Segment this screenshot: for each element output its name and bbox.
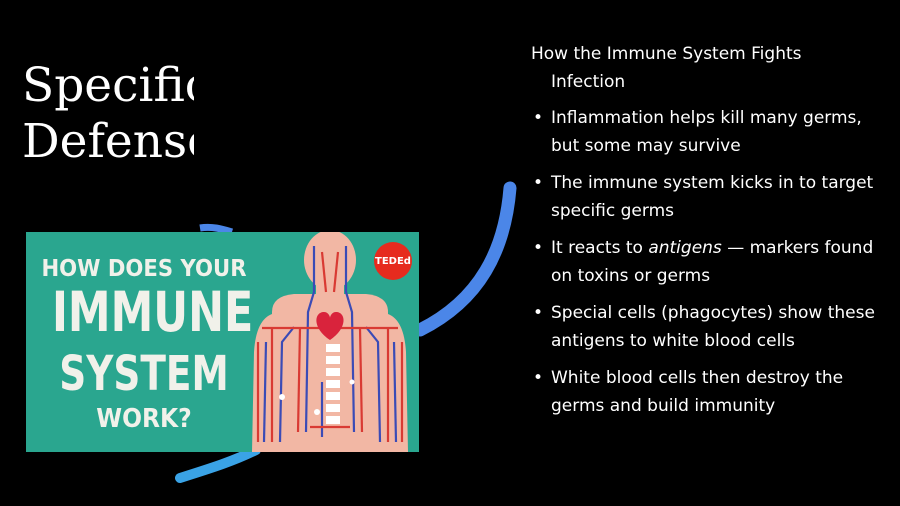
bullet-text: Inflammation helps kill many germs, but … xyxy=(551,108,862,156)
title-line-2: Defense xyxy=(22,114,194,169)
thumbnail-line-1: HOW DOES YOUR xyxy=(41,256,247,282)
bullet-text: The immune system kicks in to target spe… xyxy=(551,173,874,221)
bullet-marker: • xyxy=(533,238,544,258)
bullet-item: • The immune system kicks in to target s… xyxy=(531,169,881,225)
bullet-item: • Special cells (phagocytes) show these … xyxy=(531,299,881,355)
slide-title: Specific Defense xyxy=(22,58,194,176)
bullet-marker: • xyxy=(533,108,544,128)
bullet-marker: • xyxy=(533,303,544,323)
content-heading: How the Immune System Fights Infection xyxy=(531,44,802,92)
thumbnail-line-3: SYSTEM xyxy=(59,346,229,402)
bullet-text-before: It reacts to xyxy=(551,238,649,258)
video-thumbnail[interactable]: HOW DOES YOUR IMMUNE SYSTEM WORK? xyxy=(26,232,419,452)
slide-content: How the Immune System Fights Infection •… xyxy=(531,40,881,429)
bullet-marker: • xyxy=(533,368,544,388)
bullet-item: • It reacts to antigens — markers found … xyxy=(531,234,881,290)
title-line-1: Specific xyxy=(22,58,194,113)
bullet-text: Special cells (phagocytes) show these an… xyxy=(551,303,875,351)
bullet-text: White blood cells then destroy the germs… xyxy=(551,368,844,416)
thumbnail-line-4: WORK? xyxy=(96,404,192,434)
bullet-item: • Inflammation helps kill many germs, bu… xyxy=(531,104,881,160)
ted-ed-logo-badge: TEDEd xyxy=(374,242,412,280)
thumbnail-line-2: IMMUNE xyxy=(51,280,254,344)
bullet-text-after: — markers found on toxins or germs xyxy=(551,238,874,286)
bullet-list: • Inflammation helps kill many germs, bu… xyxy=(531,104,881,420)
bullet-item: • White blood cells then destroy the ger… xyxy=(531,364,881,420)
circulatory-system-illustration xyxy=(252,232,408,452)
bullet-marker: • xyxy=(533,173,544,193)
bullet-emphasis-antigens: antigens xyxy=(648,238,722,258)
